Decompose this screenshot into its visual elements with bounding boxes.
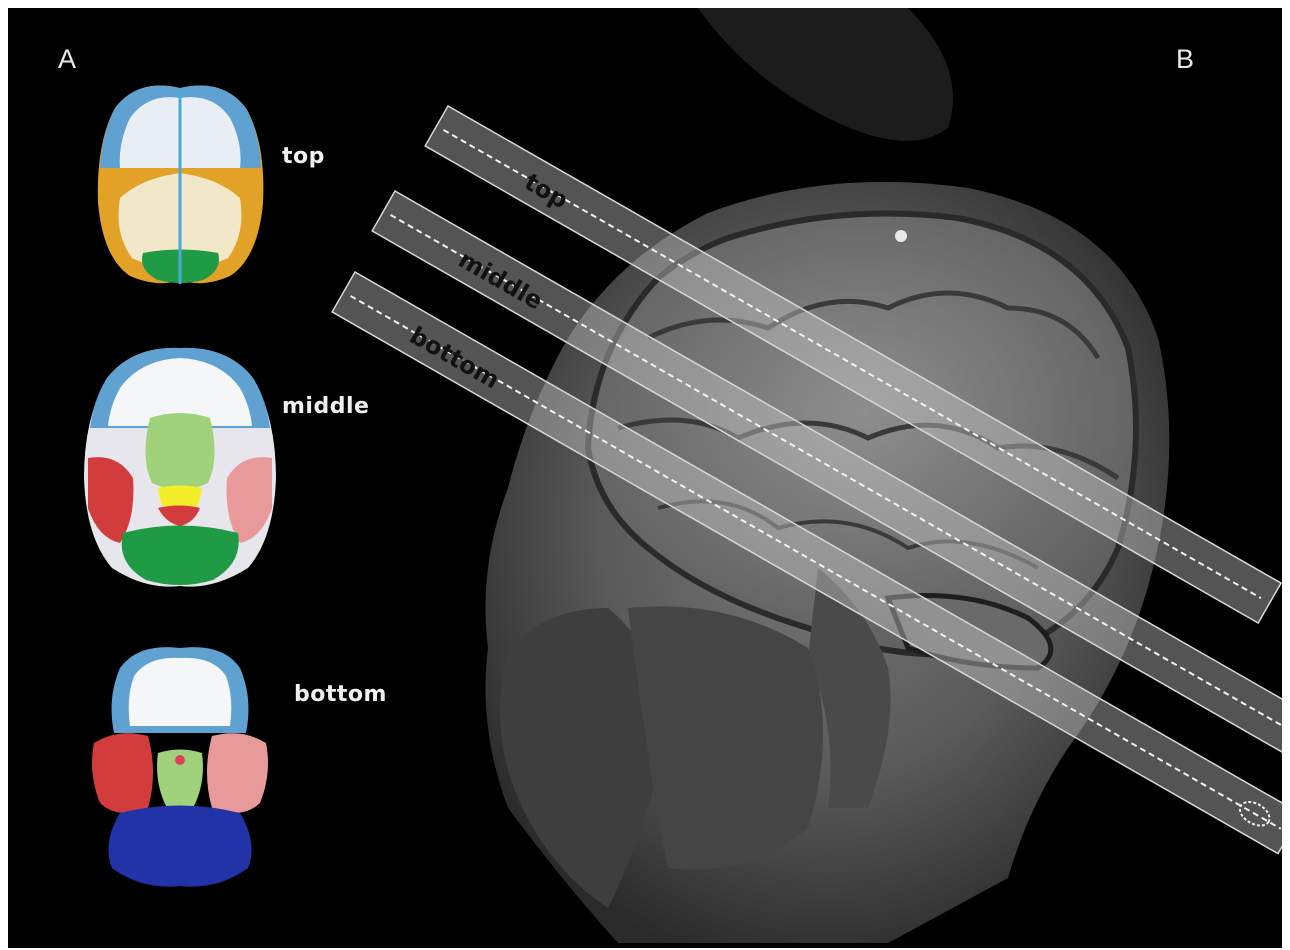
axial-slice-bottom (92, 647, 268, 886)
slice-label-top: top (282, 144, 325, 169)
mri-illustration: top middle bottom (8, 8, 1282, 948)
axial-slice-top (98, 86, 264, 285)
slice-label-bottom: bottom (294, 682, 387, 707)
axial-slice-middle (84, 348, 276, 587)
figure: top middle bottom (8, 8, 1282, 948)
panel-label-a: A (58, 44, 76, 75)
slice-label-middle: middle (282, 394, 369, 419)
mri-background-shadow (698, 8, 953, 141)
panel-label-b: B (1176, 44, 1194, 75)
